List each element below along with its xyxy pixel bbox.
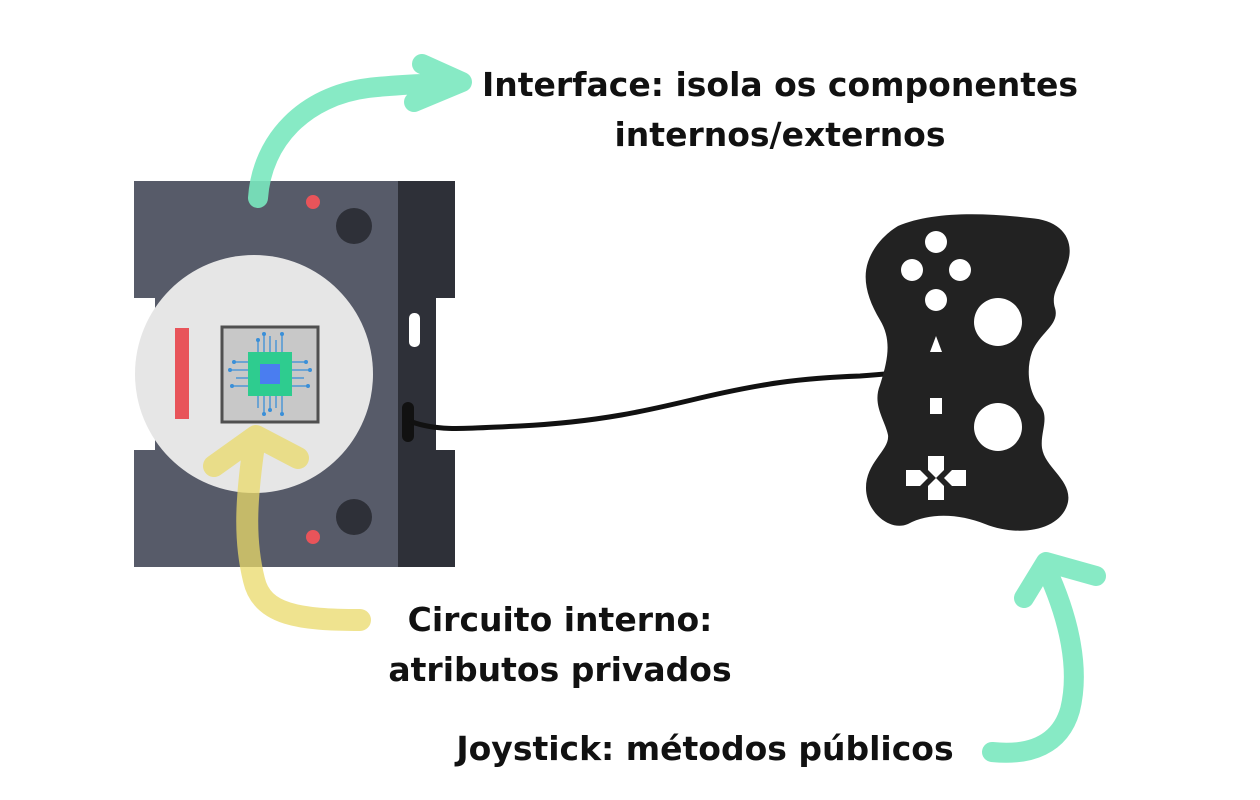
gamepad-body xyxy=(865,214,1070,531)
circuit-label: Circuito interno: atributos privados xyxy=(350,595,770,695)
console-device-icon xyxy=(134,181,455,567)
face-button-top xyxy=(925,231,947,253)
device-side-panel xyxy=(398,181,455,567)
cable-icon xyxy=(409,370,896,431)
gamepad-icon xyxy=(865,214,1070,531)
arrow-icon xyxy=(203,54,1106,763)
select-button xyxy=(930,398,942,414)
analog-stick-bottom xyxy=(974,403,1022,451)
interface-label-line2: internos/externos xyxy=(614,115,946,154)
face-button-left xyxy=(901,259,923,281)
start-button xyxy=(930,336,942,352)
red-bar xyxy=(175,328,189,419)
device-side-slot xyxy=(409,313,420,347)
arrow-circuit xyxy=(203,425,371,631)
circuit-label-line2: atributos privados xyxy=(388,650,732,689)
face-button-right xyxy=(949,259,971,281)
arrow-joystick xyxy=(982,552,1106,763)
microchip-icon xyxy=(228,332,312,416)
device-knob-top xyxy=(336,208,372,244)
dpad xyxy=(906,456,966,500)
arrow-interface xyxy=(248,54,472,208)
device-port xyxy=(402,402,414,442)
device-led-bottom xyxy=(306,530,320,544)
interface-label-line1: Interface: isola os componentes xyxy=(481,65,1079,104)
device-led-top xyxy=(306,195,320,209)
joystick-label: Joystick: métodos públicos xyxy=(420,724,990,774)
face-button-bottom xyxy=(925,289,947,311)
interface-label: Interface: isola os componentes internos… xyxy=(470,60,1090,160)
device-knob-bottom xyxy=(336,499,372,535)
joystick-label-line1: Joystick: métodos públicos xyxy=(456,729,954,768)
circuit-label-line1: Circuito interno: xyxy=(407,600,713,639)
analog-stick-top xyxy=(974,298,1022,346)
